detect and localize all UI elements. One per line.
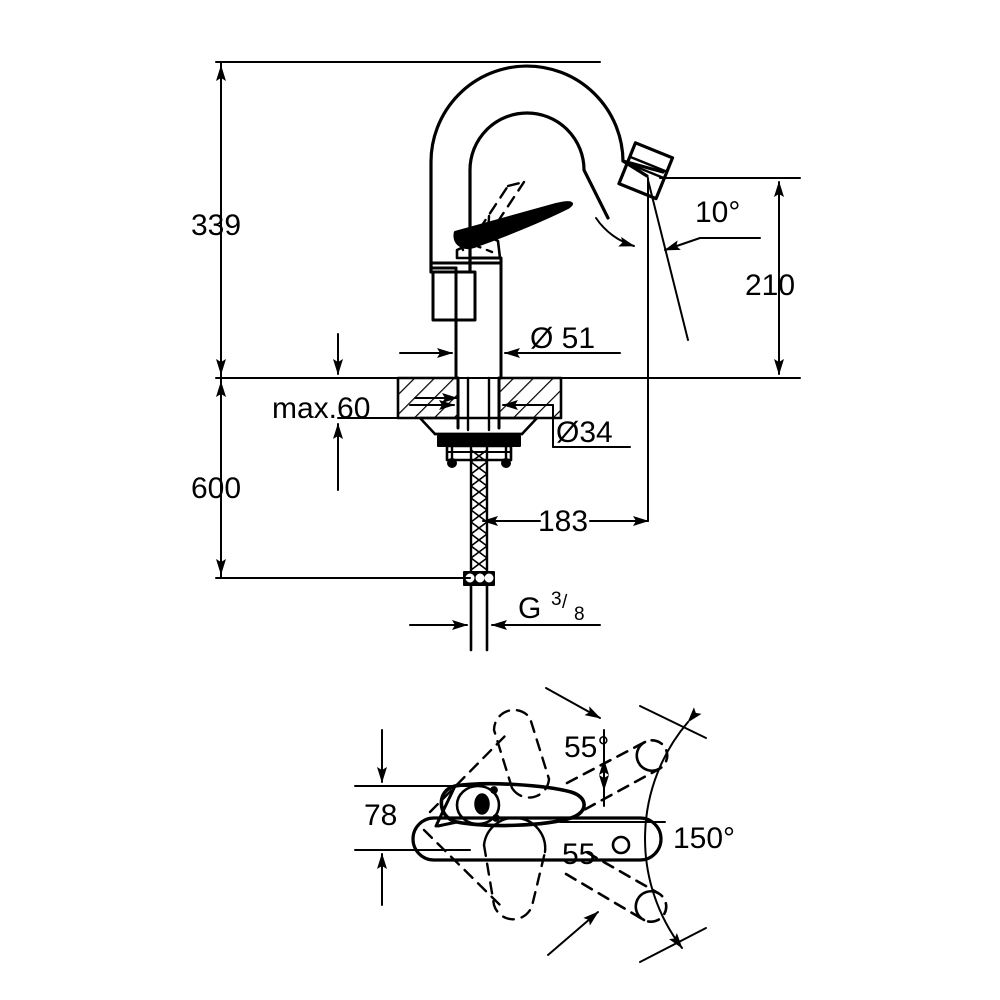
- dim-78: [354, 729, 471, 906]
- lever-handle-side: [453, 201, 573, 260]
- dim-d34: [409, 400, 631, 448]
- dim-150deg-arc: [639, 705, 707, 963]
- spout-plan: [411, 816, 663, 862]
- spout-outer-profile: [429, 64, 665, 274]
- label-max-60: max.60: [272, 392, 370, 425]
- dim-10deg: [595, 179, 761, 341]
- dimension-labels: 339 600 max.60 210 10° Ø 51 Ø34 183 G 3 …: [191, 196, 795, 871]
- aerator-outlet: [617, 141, 675, 201]
- label-78: 78: [364, 799, 397, 832]
- label-183: 183: [538, 505, 588, 538]
- svg-text:G: G: [518, 592, 541, 625]
- dim-d51: [399, 348, 621, 358]
- lever-rotated-dashed: [422, 708, 551, 921]
- dim-55deg-upper: [545, 687, 666, 823]
- lever-handle-plan: [434, 781, 586, 828]
- dim-55-lower: [547, 911, 599, 956]
- label-55-lower: 55: [562, 838, 595, 871]
- label-210: 210: [745, 269, 795, 302]
- label-55deg-upper: 55°: [564, 731, 609, 764]
- mixer-body: [429, 256, 503, 380]
- mounting-shank: [456, 376, 501, 432]
- fixing-hardware: [418, 416, 539, 468]
- dim-183: [482, 377, 649, 526]
- label-10deg: 10°: [695, 196, 740, 229]
- label-g38: G 3 / 8: [518, 589, 585, 625]
- g38-denominator: 8: [574, 604, 585, 625]
- label-150deg: 150°: [673, 822, 735, 855]
- label-d51: Ø 51: [530, 322, 595, 355]
- label-600: 600: [191, 472, 241, 505]
- label-339: 339: [191, 209, 241, 242]
- g38-numerator: 3: [551, 589, 562, 610]
- spout-swivel-dashed: [564, 739, 669, 923]
- flexible-supply-hose: [463, 444, 495, 652]
- dim-max60: [333, 333, 458, 491]
- extension-lines: [215, 61, 801, 579]
- label-d34: Ø34: [556, 416, 613, 449]
- lever-raised-dashed: [467, 180, 526, 254]
- g38-slash: /: [562, 592, 568, 613]
